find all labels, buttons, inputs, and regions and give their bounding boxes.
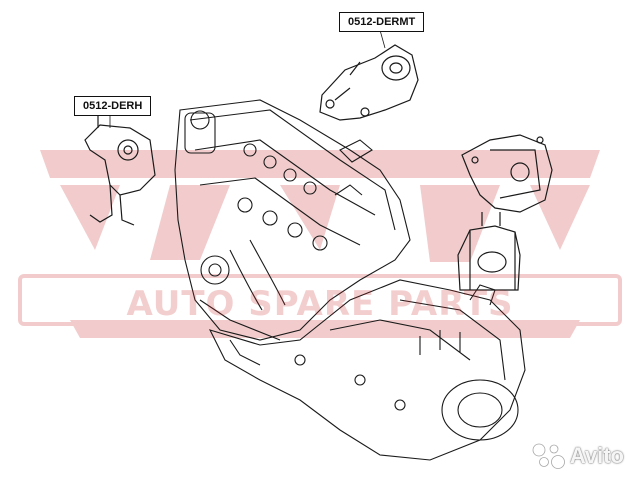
mount-derh-drawing (84, 111, 156, 226)
mount-rear-drawing (457, 212, 521, 291)
watermark-logo (18, 150, 622, 338)
avito-watermark: Avito (530, 442, 624, 470)
part-label-derh: 0512-DERH (74, 96, 152, 116)
avito-logo-icon (532, 443, 565, 469)
mount-dermt-drawing (319, 44, 419, 121)
engine-assembly (174, 99, 411, 341)
avito-wordmark: Avito (569, 443, 624, 468)
leader-lines (109, 29, 386, 128)
mount-right-drawing (461, 134, 553, 213)
part-label-dermt: 0512-DERMT (339, 12, 425, 32)
transmission-assembly (208, 279, 526, 461)
